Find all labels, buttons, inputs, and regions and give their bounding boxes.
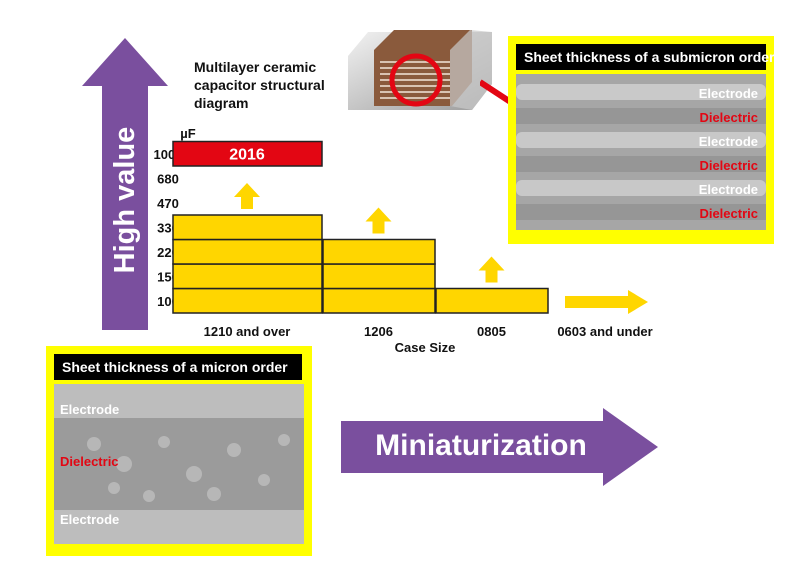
- submicron-sem-image: Electrode Dielectric Electrode Dielectri…: [516, 74, 766, 230]
- up-arrow-icon: [365, 207, 392, 234]
- electrode-label: Electrode: [60, 512, 120, 527]
- bar-cell: [172, 287, 323, 314]
- bar-cell: [322, 238, 436, 265]
- bar-cell: [172, 214, 323, 241]
- x-tick-label: 1210 and over: [204, 324, 291, 339]
- dielectric-label: Dielectric: [699, 206, 758, 221]
- submicron-panel-header: Sheet thickness of a submicron order: [516, 44, 775, 70]
- x-tick-label: 1206: [364, 324, 393, 339]
- electrode-label: Electrode: [698, 86, 758, 101]
- up-arrow-icon: [478, 256, 505, 283]
- high-value-arrow: [82, 38, 168, 330]
- miniaturization-arrow: [341, 408, 658, 486]
- capacitor-title-line: diagram: [194, 95, 249, 111]
- micron-panel: Sheet thickness of a micron order Electr…: [46, 346, 312, 556]
- capacitor-title-line: Multilayer ceramic: [194, 59, 317, 75]
- bar-cell: [172, 263, 323, 290]
- y-tick-label: 470: [157, 196, 179, 211]
- electrode-label: Electrode: [698, 182, 758, 197]
- submicron-panel: Sheet thickness of a submicron order Ele…: [508, 36, 775, 244]
- y-tick-label: 680: [157, 172, 179, 187]
- up-arrow-icon: [234, 183, 260, 209]
- miniaturization-label: Miniaturization: [375, 429, 587, 462]
- y-axis-unit: µF: [180, 126, 195, 141]
- capacitor-title-line: capacitor structural: [194, 77, 325, 93]
- micron-panel-header: Sheet thickness of a micron order: [54, 354, 302, 380]
- capacitor-illustration: [348, 30, 492, 110]
- x-tick-label: 0805: [477, 324, 506, 339]
- bar-cell: [172, 238, 323, 265]
- micron-sem-image: Electrode Dielectric Electrode: [54, 384, 304, 544]
- sem-texture: [516, 74, 766, 230]
- highlight-bar-label: 2016: [229, 147, 265, 164]
- dielectric-label: Dielectric: [699, 110, 758, 125]
- x-axis-label: Case Size: [395, 340, 456, 355]
- bar-cell: [322, 287, 436, 314]
- electrode-label: Electrode: [698, 134, 758, 149]
- highlight-bar: [172, 140, 323, 167]
- electrode-label: Electrode: [60, 402, 120, 417]
- right-arrow-icon: [565, 290, 648, 314]
- bar-cell: [435, 287, 549, 314]
- dielectric-label: Dielectric: [60, 454, 119, 469]
- dielectric-label: Dielectric: [699, 158, 758, 173]
- capacitor-diagram-title: Multilayer ceramic capacitor structural …: [194, 58, 384, 112]
- x-tick-label: 0603 and under: [557, 324, 652, 339]
- sem-texture: [54, 384, 304, 544]
- bar-cell: [322, 263, 436, 290]
